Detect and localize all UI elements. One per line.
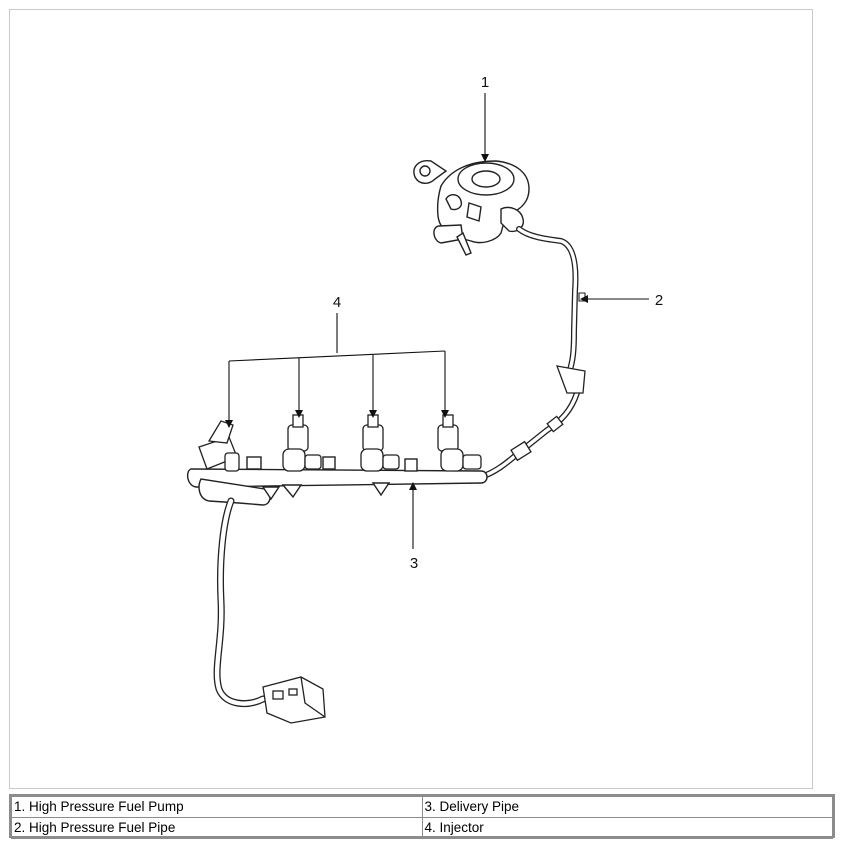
legend-item: 1. High Pressure Fuel Pump <box>11 796 423 818</box>
legend-item: 2. High Pressure Fuel Pipe <box>11 817 423 839</box>
fuel-system-diagram: 1 2 3 4 <box>186 74 663 724</box>
callout-leaders <box>225 93 649 549</box>
leader-4-bar <box>228 350 446 362</box>
callout-4: 4 <box>333 294 341 311</box>
injector-4 <box>437 414 482 472</box>
callout-2: 2 <box>655 292 663 309</box>
legend-item: 4. Injector <box>421 817 833 839</box>
callout-1: 1 <box>481 74 489 91</box>
figure-frame: 1 2 3 4 <box>9 9 813 789</box>
harness-connector <box>262 676 326 724</box>
high-pressure-fuel-pump <box>413 160 530 256</box>
injector-2 <box>282 414 322 472</box>
callout-3: 3 <box>410 555 418 572</box>
injector-3 <box>360 414 400 472</box>
legend-table: 1. High Pressure Fuel Pump 3. Delivery P… <box>9 794 835 839</box>
injector-1 <box>198 420 240 472</box>
high-pressure-fuel-pipe <box>478 226 586 480</box>
harness-cable <box>213 497 267 708</box>
legend-row: 1. High Pressure Fuel Pump 3. Delivery P… <box>11 796 833 818</box>
legend-item: 3. Delivery Pipe <box>421 796 833 818</box>
legend-row: 2. High Pressure Fuel Pipe 4. Injector <box>11 817 833 839</box>
